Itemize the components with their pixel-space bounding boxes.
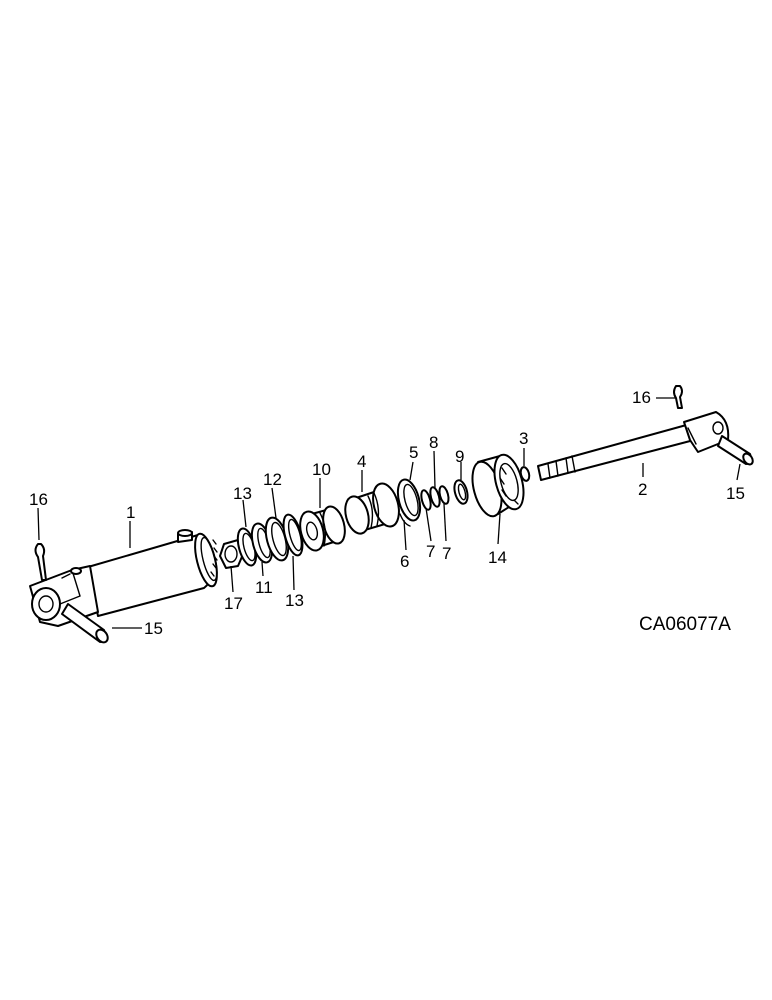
o-ring-3 xyxy=(519,466,531,482)
callout-7-a: 7 xyxy=(426,542,435,561)
cylinder-barrel xyxy=(29,529,218,627)
piston xyxy=(299,505,346,552)
piston-rod xyxy=(537,411,730,481)
cotter-pin-left xyxy=(34,543,47,581)
ring-7-b xyxy=(438,485,450,505)
callout-5: 5 xyxy=(409,443,418,462)
callout-4: 4 xyxy=(357,452,366,471)
pin-left xyxy=(61,603,109,644)
callout-16-right: 16 xyxy=(632,388,651,407)
callout-10: 10 xyxy=(312,460,331,479)
callout-1: 1 xyxy=(126,503,135,522)
cotter-pin-right xyxy=(673,385,683,409)
callout-7-b: 7 xyxy=(442,544,451,563)
callout-6: 6 xyxy=(400,552,409,571)
callout-14: 14 xyxy=(488,548,507,567)
callout-11: 11 xyxy=(255,578,273,597)
callout-labels: 1 2 3 4 5 6 7 7 8 9 10 11 12 13 13 14 15… xyxy=(29,388,745,638)
ring-7-a xyxy=(420,489,432,511)
figure-code: CA06077A xyxy=(639,614,731,635)
callout-17: 17 xyxy=(224,594,243,613)
end-cap-nut xyxy=(471,453,525,518)
gland-head xyxy=(344,482,400,535)
callout-3: 3 xyxy=(519,429,528,448)
callout-13-b: 13 xyxy=(285,591,304,610)
ring-9 xyxy=(453,479,469,505)
ring-5 xyxy=(396,478,422,522)
callout-13-a: 13 xyxy=(233,484,252,503)
ring-8 xyxy=(429,486,441,508)
callout-8: 8 xyxy=(429,433,438,452)
callout-12: 12 xyxy=(263,470,282,489)
callout-15-right: 15 xyxy=(726,484,745,503)
callout-16-left: 16 xyxy=(29,490,48,509)
leader-lines xyxy=(37,397,741,629)
callout-15-left: 15 xyxy=(144,619,163,638)
callout-9: 9 xyxy=(455,447,464,466)
pin-right xyxy=(717,435,754,466)
callout-2: 2 xyxy=(638,480,647,499)
seal-ring-13-right xyxy=(282,513,304,557)
